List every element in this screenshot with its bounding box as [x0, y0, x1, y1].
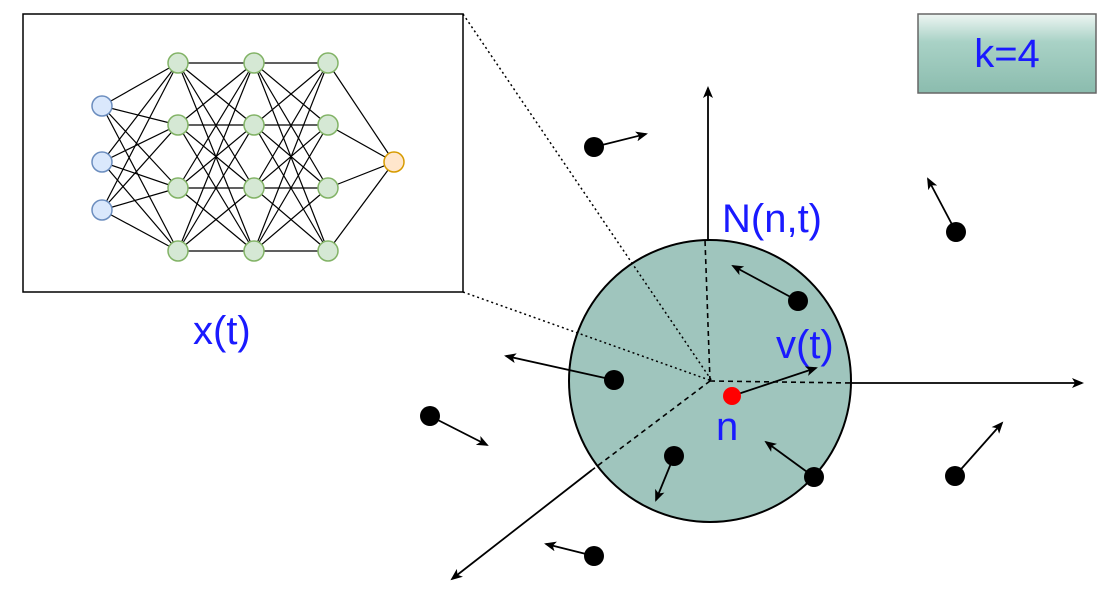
neural-network-inset — [22, 13, 464, 293]
nn-edge — [253, 62, 329, 189]
nn-edge — [101, 124, 179, 163]
nn-edge — [253, 62, 329, 252]
agent-velocity-arrow — [954, 421, 1004, 477]
nn-hidden-node — [243, 114, 265, 136]
nn-edge — [101, 105, 179, 189]
nn-edge — [101, 105, 179, 252]
axis-lower-left-arrow — [450, 469, 593, 581]
nn-edge — [253, 187, 329, 252]
nn-edges — [101, 62, 395, 252]
nn-nodes — [91, 52, 405, 262]
nn-edge — [327, 161, 395, 189]
nn-edge — [177, 62, 255, 126]
agent-velocity-arrow — [429, 415, 489, 446]
agent-dot — [788, 291, 808, 311]
nn-edge — [101, 187, 179, 211]
sector-line-up — [704, 239, 711, 382]
nn-edge — [177, 62, 255, 189]
nn-hidden-node — [317, 177, 339, 199]
nn-edge — [327, 124, 395, 163]
agent-dot — [664, 446, 684, 466]
nn-hidden-node — [243, 240, 265, 262]
nn-edge — [101, 62, 179, 107]
nn-edge — [253, 124, 329, 252]
nn-edge — [177, 124, 255, 252]
nn-edge — [101, 105, 179, 126]
nn-edge — [177, 62, 255, 252]
agent-dot — [804, 467, 824, 487]
nn-edge — [101, 161, 179, 252]
nn-edge — [177, 187, 255, 252]
k-box: k=4 — [917, 13, 1097, 94]
k-box-label: k=4 — [974, 32, 1040, 76]
nn-hidden-node — [317, 114, 339, 136]
nn-edge — [327, 161, 395, 252]
zoom-lines — [462, 13, 713, 382]
agent-dot — [946, 222, 966, 242]
nn-input-node — [91, 151, 113, 173]
agent-dot — [584, 546, 604, 566]
agent-dot — [420, 406, 440, 426]
nn-edge — [101, 209, 179, 252]
agents-group — [420, 131, 1004, 566]
node-label: n — [716, 405, 738, 449]
agent-dot — [945, 466, 965, 486]
axes — [450, 86, 1084, 581]
nn-hidden-node — [243, 177, 265, 199]
nn-hidden-node — [167, 240, 189, 262]
sector-line-right — [709, 380, 852, 384]
nn-edge — [253, 62, 329, 126]
agent-velocity-arrow — [504, 353, 615, 381]
focal-node — [723, 387, 741, 405]
nn-edge — [327, 62, 395, 163]
velocity-label: v(t) — [776, 323, 834, 367]
agent-dot — [604, 370, 624, 390]
focal-velocity-arrow — [731, 366, 818, 397]
nn-edge — [101, 62, 179, 163]
nn-hidden-node — [317, 52, 339, 74]
nn-hidden-node — [167, 177, 189, 199]
nn-input-node — [91, 95, 113, 117]
nn-hidden-node — [167, 52, 189, 74]
nn-output-node — [383, 151, 405, 173]
nn-hidden-node — [317, 240, 339, 262]
nn-edge — [101, 62, 179, 211]
sector-lines — [591, 239, 852, 471]
nn-hidden-node — [167, 114, 189, 136]
state-label: x(t) — [193, 309, 251, 353]
neighborhood-label: N(n,t) — [722, 197, 822, 241]
nn-edge — [101, 124, 179, 211]
agent-dot — [584, 137, 604, 157]
nn-edge — [101, 161, 179, 189]
nn-hidden-node — [243, 52, 265, 74]
sector-line-lower-left — [591, 380, 711, 471]
agent-velocity-arrow — [731, 265, 799, 302]
nn-input-node — [91, 199, 113, 221]
